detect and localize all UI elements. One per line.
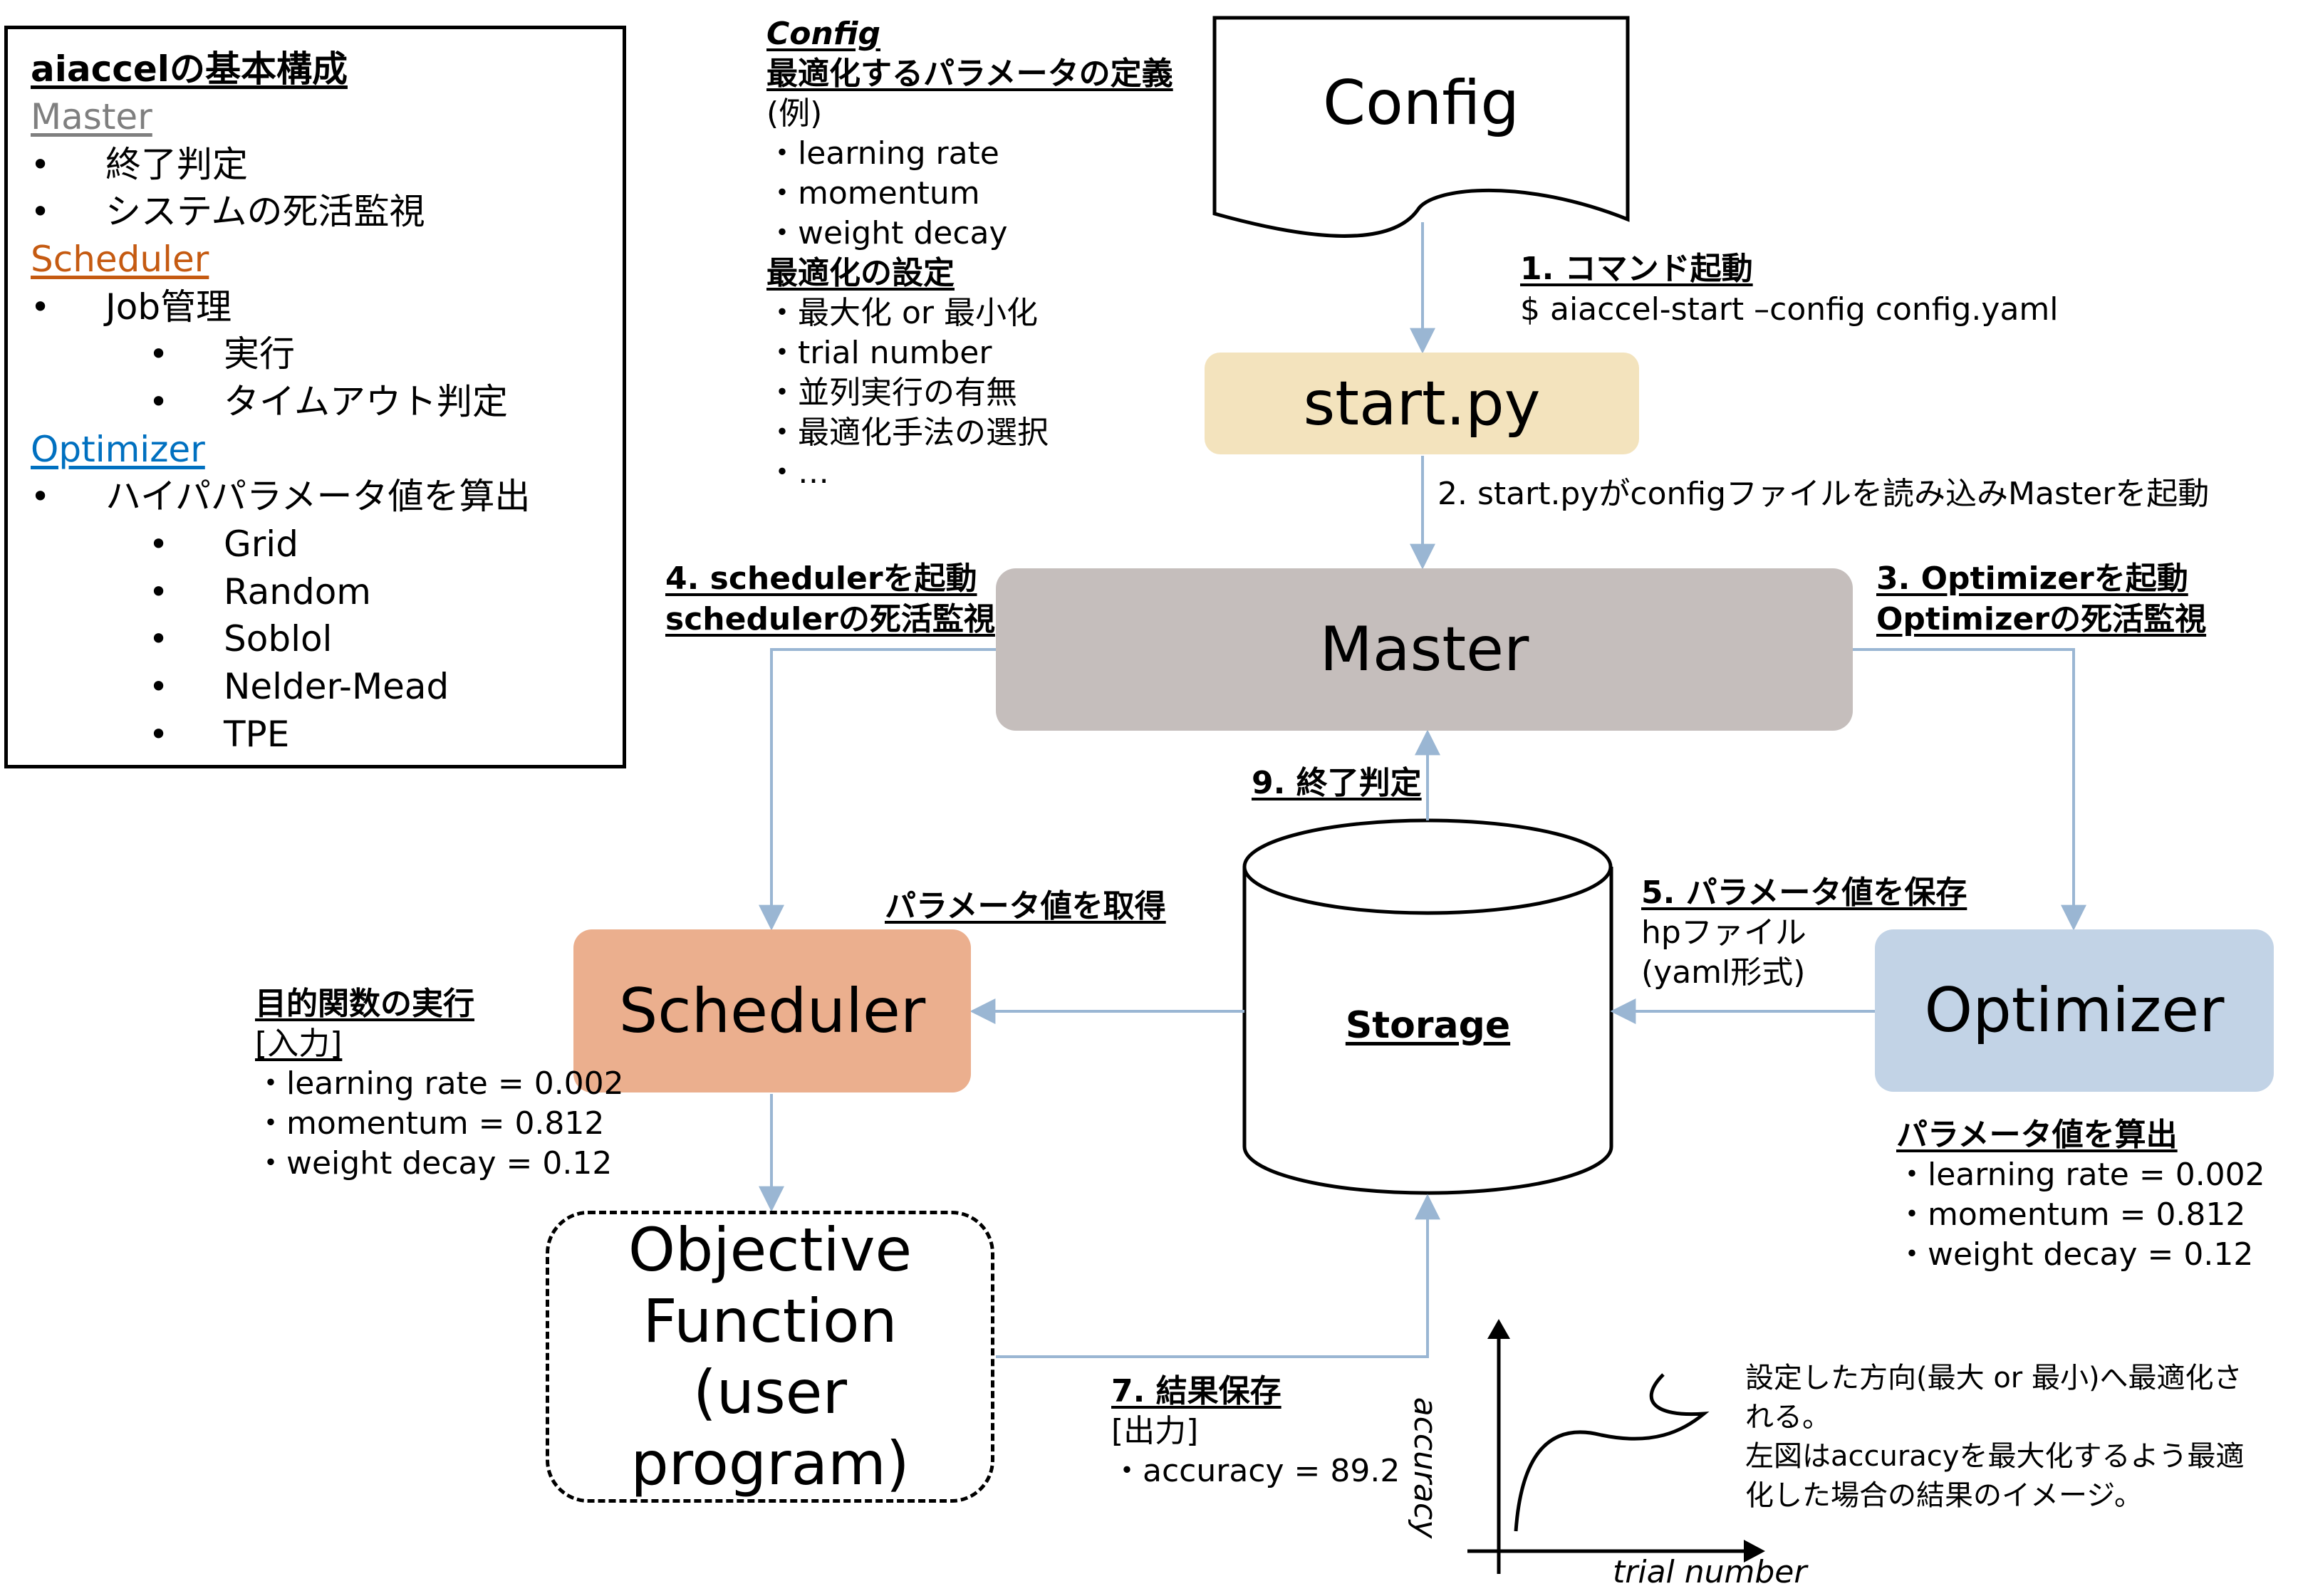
graph-xlabel: trial number: [1613, 1554, 1807, 1590]
step3-line2: Optimizerの死活監視: [1876, 601, 2207, 637]
scheduler-label: Scheduler: [618, 975, 926, 1047]
accuracy-graph: [1467, 1319, 1765, 1574]
legend-bullet: •: [149, 525, 169, 563]
legend-bullet: •: [149, 715, 169, 753]
optimizer-box: Optimizer: [1875, 929, 2274, 1092]
arrow-master-to-scheduler: [759, 648, 996, 931]
step7-line1: [出力]: [1111, 1413, 1199, 1449]
config-definition-heading: 最適化するパラメータの定義: [766, 56, 1173, 92]
legend-bullet: •: [149, 382, 169, 421]
legend-optimizer-subitem: Nelder-Mead: [224, 666, 449, 707]
optimizer-calc-item: ・momentum = 0.812: [1896, 1196, 2246, 1233]
legend-bullet: •: [149, 335, 169, 373]
optimizer-calc-item: ・weight decay = 0.12: [1896, 1236, 2254, 1273]
config-notes-title: Config: [766, 16, 880, 52]
legend-optimizer-subitem: Random: [224, 571, 372, 612]
objective-line: program): [630, 1429, 910, 1498]
config-box-label: Config: [1323, 68, 1519, 139]
objective-input-item: ・weight decay = 0.12: [255, 1145, 613, 1182]
config-example-item: ・weight decay: [766, 215, 1008, 251]
objective-function-box: Objective Function (user program): [546, 1211, 994, 1503]
objective-line: Function: [643, 1286, 898, 1356]
master-label: Master: [1319, 614, 1529, 685]
legend-master-item: 終了判定: [105, 144, 248, 185]
legend-scheduler-label: Scheduler: [31, 239, 209, 280]
step5-title: 5. パラメータ値を保存: [1641, 875, 1967, 911]
objective-input-item: ・momentum = 0.812: [255, 1105, 605, 1142]
legend-master-label: Master: [31, 96, 152, 137]
legend-master-item: システムの死活監視: [105, 191, 425, 232]
legend-scheduler-item: Job管理: [105, 286, 232, 328]
legend-scheduler-subitem: 実行: [224, 333, 295, 375]
step9-label: 9. 終了判定: [1252, 765, 1422, 801]
step7-title: 7. 結果保存: [1111, 1373, 1281, 1409]
legend-bullet: •: [149, 620, 169, 658]
master-box: Master: [996, 568, 1853, 731]
config-example-item: ・momentum: [766, 175, 980, 212]
objective-line: Objective: [628, 1215, 913, 1285]
graph-caption-line: れる。: [1745, 1401, 1831, 1434]
step7-line2: ・accuracy = 89.2: [1111, 1453, 1400, 1489]
optimizer-calc-title: パラメータ値を算出: [1896, 1117, 2178, 1153]
config-settings-heading: 最適化の設定: [766, 255, 955, 291]
legend-bullet: •: [31, 145, 51, 184]
graph-caption-line: 設定した方向(最大 or 最小)へ最適化さ: [1745, 1362, 2242, 1394]
legend-bullet: •: [31, 477, 51, 516]
objective-input-label: [入力]: [255, 1026, 343, 1062]
legend-optimizer-item: ハイパパラメータ値を算出: [105, 476, 531, 517]
legend-optimizer-subitem: TPE: [224, 714, 290, 755]
config-settings-item: ・trial number: [766, 335, 992, 371]
config-settings-item: ・最大化 or 最小化: [766, 295, 1038, 331]
config-example-item: ・learning rate: [766, 135, 999, 172]
legend-bullet: •: [149, 573, 169, 611]
storage-cylinder: [1242, 818, 1613, 1195]
legend-optimizer-label: Optimizer: [31, 429, 205, 470]
config-document-shape: [1212, 16, 1630, 238]
legend-title: aiaccelの基本構成: [31, 48, 348, 90]
config-settings-item: ・最適化手法の選択: [766, 414, 1049, 451]
arrow-objective-to-storage: [996, 1194, 1440, 1358]
config-example-label: (例): [766, 95, 823, 132]
legend-scheduler-subitem: タイムアウト判定: [224, 381, 508, 422]
legend-optimizer-subitem: Soblol: [224, 618, 333, 659]
legend-optimizer-subitem: Grid: [224, 523, 298, 565]
legend-bullet: •: [149, 667, 169, 706]
arrow-master-to-optimizer: [1853, 648, 2086, 931]
start-py-box: start.py: [1205, 353, 1639, 454]
legend-bullet: •: [31, 192, 51, 231]
objective-line: (user: [693, 1357, 847, 1427]
graph-ylabel: accuracy: [1407, 1397, 1443, 1539]
step5-line2: (yaml形式): [1641, 954, 1806, 991]
optimizer-label: Optimizer: [1924, 975, 2225, 1046]
scheduler-box: Scheduler: [573, 929, 971, 1092]
graph-curve: [1514, 1373, 1710, 1532]
start-py-label: start.py: [1303, 367, 1541, 439]
legend-bullet: •: [31, 288, 51, 326]
legend-box: aiaccelの基本構成 Master • 終了判定 • システムの死活監視 S…: [4, 26, 626, 768]
objective-exec-title: 目的関数の実行: [255, 986, 474, 1022]
config-settings-item: ・…: [766, 454, 829, 491]
graph-caption-line: 化した場合の結果のイメージ。: [1745, 1479, 2143, 1512]
step1-command: $ aiaccel-start –config config.yaml: [1520, 291, 2059, 328]
config-settings-item: ・並列実行の有無: [766, 375, 1017, 411]
step2-label: 2. start.pyがconfigファイルを読み込みMasterを起動: [1437, 476, 2210, 512]
storage-label: Storage: [1345, 1004, 1511, 1047]
step3-line1: 3. Optimizerを起動: [1876, 560, 2188, 597]
step1-title: 1. コマンド起動: [1520, 251, 1753, 287]
step4-line2: schedulerの死活監視: [665, 601, 995, 637]
graph-caption-line: 左図はaccuracyを最大化するよう最適: [1745, 1440, 2245, 1473]
optimizer-calc-item: ・learning rate = 0.002: [1896, 1157, 2265, 1193]
step4-line1: 4. schedulerを起動: [665, 560, 977, 597]
step5-line1: hpファイル: [1641, 914, 1806, 951]
get-params-label: パラメータ値を取得: [885, 888, 1166, 924]
objective-input-item: ・learning rate = 0.002: [255, 1065, 624, 1102]
